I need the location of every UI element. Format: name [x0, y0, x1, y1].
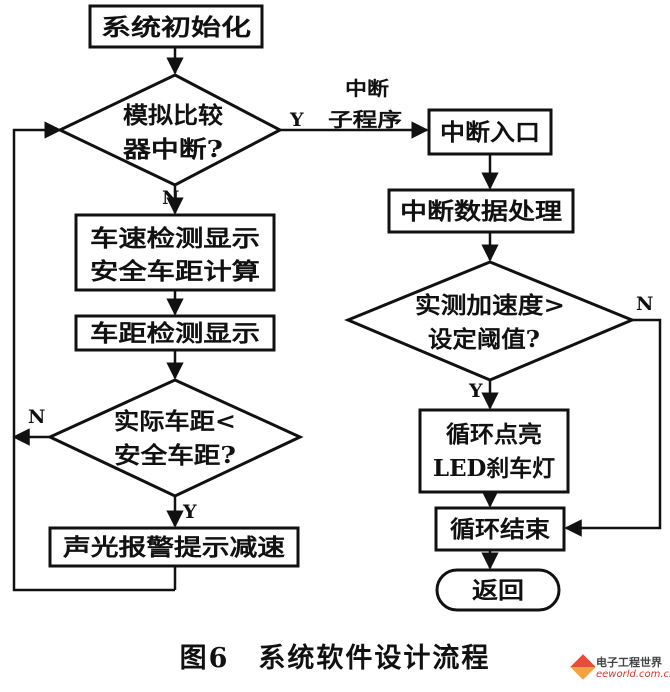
node-actual-line1: 实际车距<: [114, 408, 236, 435]
edge-accel-no: [564, 318, 662, 537]
node-loop-line1: 循环点亮: [446, 421, 542, 448]
node-entry-text: 中断入口: [440, 119, 540, 146]
node-compare-line1: 模拟比较: [123, 102, 223, 129]
node-init-text: 系统初始化: [101, 14, 251, 41]
node-distance-display: 车距检测显示: [74, 314, 276, 352]
watermark-site: eeworld.com.cn: [596, 669, 670, 680]
edge-labels: Y 中断 子程序 N N Y Y N: [28, 77, 653, 523]
eeworld-logo-icon: [570, 654, 596, 680]
node-speed-detect: 车速检测显示 安全车距计算: [74, 213, 276, 292]
edges: [12, 47, 662, 592]
node-accel-decision: 实测加速度> 设定阈值?: [344, 260, 636, 382]
label-compare-yes: Y: [289, 109, 304, 131]
node-data-text: 中断数据处理: [400, 198, 562, 225]
node-return-text: 返回: [472, 577, 524, 604]
node-init: 系统初始化: [88, 4, 264, 49]
label-interrupt-line1: 中断: [345, 77, 389, 100]
figure-caption: 图6 系统软件设计流程: [179, 643, 491, 674]
watermark-logo: 电子工程世界 eeworld.com.cn: [570, 652, 670, 688]
node-return: 返回: [435, 568, 561, 612]
label-accel-no: N: [636, 293, 653, 315]
node-compare-line2: 器中断?: [122, 136, 223, 163]
node-loop-end: 循环结束: [434, 506, 566, 552]
label-actual-no: N: [28, 406, 45, 428]
node-loop-end-text: 循环结束: [450, 516, 551, 543]
node-alarm: 声光报警提示减速: [48, 526, 300, 568]
node-loop-led: 循环点亮 LED刹车灯: [418, 408, 570, 494]
label-compare-no: N: [162, 187, 179, 209]
label-accel-yes: Y: [468, 380, 483, 402]
node-actual-line2: 安全车距?: [114, 442, 236, 469]
node-speed-line1: 车速检测显示: [90, 225, 260, 252]
node-speed-line2: 安全车距计算: [90, 258, 260, 285]
node-compare-decision: 模拟比较 器中断?: [56, 73, 284, 187]
watermark-title: 电子工程世界: [596, 656, 662, 669]
label-actual-yes: Y: [182, 501, 197, 523]
node-distance-text: 车距检测显示: [90, 320, 260, 347]
node-actual-decision: 实际车距< 安全车距?: [46, 378, 304, 498]
node-alarm-text: 声光报警提示减速: [63, 534, 285, 561]
node-interrupt-entry: 中断入口: [427, 108, 553, 156]
node-accel-line1: 实测加速度>: [415, 292, 565, 319]
edge-loop-back: [12, 121, 175, 592]
node-loop-line2: LED刹车灯: [433, 455, 555, 482]
node-accel-line2: 设定阈值?: [428, 326, 540, 353]
node-interrupt-data: 中断数据处理: [387, 188, 575, 234]
label-interrupt-line2: 子程序: [328, 108, 402, 131]
